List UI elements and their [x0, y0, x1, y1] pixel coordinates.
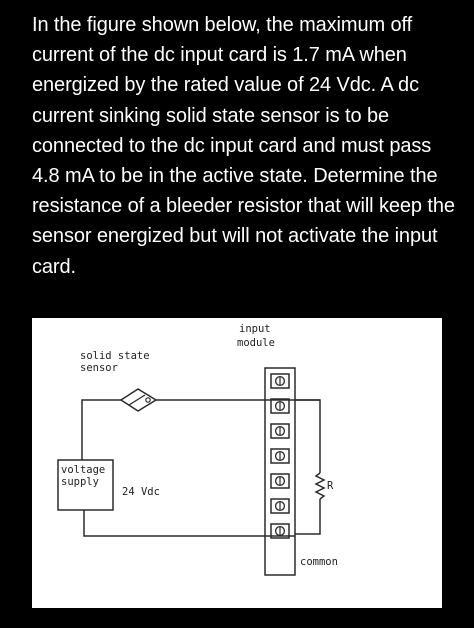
wire-left-vertical [81, 399, 112, 460]
sensor-label-line2: sensor [80, 362, 118, 374]
terminal-7 [270, 523, 290, 539]
terminal-5 [270, 473, 290, 489]
question-text: In the figure shown below, the maximum o… [32, 14, 455, 278]
resistor-label: R [327, 480, 334, 492]
terminal-6 [270, 498, 290, 514]
wire-supply-to-common [83, 510, 295, 537]
supply-voltage-label: 24 Vdc [122, 486, 160, 498]
supply-label-line1: voltage [61, 464, 105, 476]
common-label: common [300, 556, 338, 568]
circuit-figure: solid state sensor input module [32, 318, 442, 608]
sensor-label-line1: solid state [80, 350, 150, 362]
bleeder-resistor [314, 472, 326, 500]
terminal-1 [270, 373, 290, 389]
wire-resistor-top [295, 399, 321, 473]
circuit-diagram: solid state sensor input module [57, 323, 338, 576]
terminal-3 [270, 423, 290, 439]
module-label-line2: module [237, 337, 275, 349]
terminal-2 [270, 398, 290, 414]
voltage-supply [57, 459, 114, 511]
supply-label-line2: supply [61, 476, 99, 488]
terminal-4 [270, 448, 290, 464]
wire-resistor-bottom [295, 499, 321, 535]
input-module [264, 367, 296, 576]
module-label-line1: input [239, 323, 271, 335]
solid-state-sensor-icon [112, 388, 165, 412]
